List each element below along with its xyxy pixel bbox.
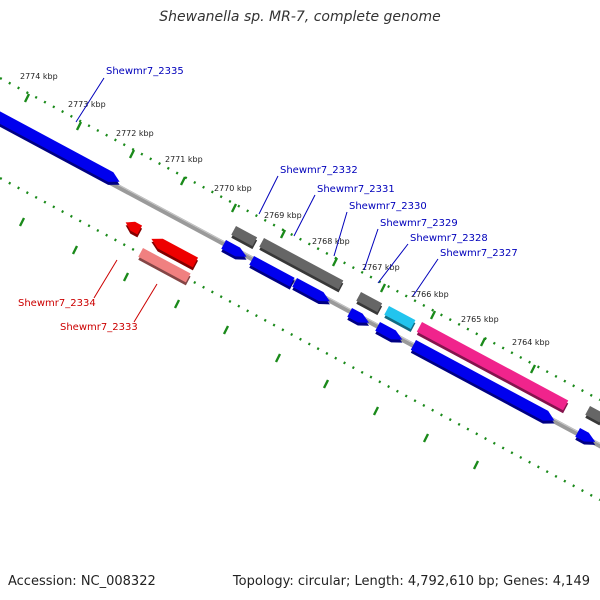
ruler-tick xyxy=(222,325,230,335)
ruler-tick xyxy=(122,272,130,282)
gene-label: Shewmr7_2329 xyxy=(380,218,458,229)
ruler-tick xyxy=(529,364,537,374)
gene-label: Shewmr7_2330 xyxy=(349,201,427,212)
label-leader-line xyxy=(363,228,379,271)
ruler-tick xyxy=(23,93,31,103)
ruler-tick xyxy=(173,299,181,309)
ruler-major-ticks-outer xyxy=(23,93,537,374)
gene-label: Shewmr7_2334 xyxy=(18,298,96,309)
ruler-major-ticks-inner xyxy=(18,217,480,470)
label-leader-line xyxy=(377,243,409,284)
gene-label: Shewmr7_2327 xyxy=(440,248,518,259)
cds-forward-offmap xyxy=(575,428,596,445)
cds-forward-e xyxy=(375,322,403,343)
kbp-label: 2765 kbp xyxy=(461,315,499,324)
ruler-outer-band xyxy=(0,76,600,402)
label-leader-line xyxy=(75,77,105,123)
feature-offmap xyxy=(585,406,600,426)
gene-labels: Shewmr7_2335Shewmr7_2332Shewmr7_2331Shew… xyxy=(18,66,518,333)
feature-shewmr7-2331 xyxy=(259,238,344,293)
ruler-tick xyxy=(322,379,330,389)
ruler-tick xyxy=(479,337,487,347)
label-leader-line xyxy=(412,258,439,297)
map-title: Shewanella sp. MR-7, complete genome xyxy=(159,9,441,25)
kbp-label: 2768 kbp xyxy=(312,237,350,246)
kbp-label: 2769 kbp xyxy=(264,211,302,220)
cds-forward-b xyxy=(249,256,295,290)
gene-label: Shewmr7_2333 xyxy=(60,322,138,333)
ruler-tick xyxy=(379,283,387,293)
kbp-label: 2770 kbp xyxy=(214,184,252,193)
feature-shewmr7-2332 xyxy=(231,226,258,250)
cds-forward-c xyxy=(292,278,330,305)
ruler-tick xyxy=(331,257,339,267)
accession-text: Accession: NC_008322 xyxy=(8,574,156,589)
kbp-label: 2771 kbp xyxy=(165,155,203,164)
gene-label: Shewmr7_2328 xyxy=(410,233,488,244)
ruler-tick xyxy=(372,406,380,416)
label-leader-line xyxy=(293,194,316,237)
kbp-label: 2764 kbp xyxy=(512,338,550,347)
cds-forward-d xyxy=(347,308,370,326)
cds-shewmr7-2333 xyxy=(138,248,191,286)
ruler-tick xyxy=(279,229,287,239)
ruler-tick xyxy=(18,217,26,227)
ruler-tick xyxy=(179,176,187,186)
label-leader-line xyxy=(333,211,348,257)
ruler-tick xyxy=(422,433,430,443)
feature-shewmr7-2327 xyxy=(416,322,569,414)
kbp-label: 2774 kbp xyxy=(20,72,58,81)
ruler-tick xyxy=(128,149,136,159)
feature-shewmr7-2328 xyxy=(384,306,416,332)
ruler-tick xyxy=(75,121,83,131)
ruler-inner-band xyxy=(0,176,600,502)
cds-shewmr7-2333-a xyxy=(151,238,199,271)
label-leader-line xyxy=(93,259,118,299)
ruler-tick xyxy=(274,353,282,363)
label-leader-line xyxy=(133,283,158,323)
cds-forward-f xyxy=(410,340,555,424)
ruler-tick xyxy=(429,310,437,320)
kbp-label: 2772 kbp xyxy=(116,129,154,138)
gene-label: Shewmr7_2331 xyxy=(317,184,395,195)
feature-shewmr7-2330 xyxy=(356,292,383,316)
label-leader-line xyxy=(258,175,279,215)
kbp-label: 2766 kbp xyxy=(411,290,449,299)
ruler-tick xyxy=(71,245,79,255)
cds-shewmr7-2334 xyxy=(125,221,143,238)
gene-label: Shewmr7_2335 xyxy=(106,66,184,77)
kbp-label: 2767 kbp xyxy=(362,263,400,272)
cds-forward-a xyxy=(221,240,247,260)
gene-label: Shewmr7_2332 xyxy=(280,165,358,176)
ruler-tick xyxy=(230,203,238,213)
genome-summary: Topology: circular; Length: 4,792,610 bp… xyxy=(232,574,590,589)
cds-shewmr7-2335 xyxy=(0,111,120,185)
ruler-tick xyxy=(472,460,480,470)
feature-track xyxy=(0,111,600,445)
